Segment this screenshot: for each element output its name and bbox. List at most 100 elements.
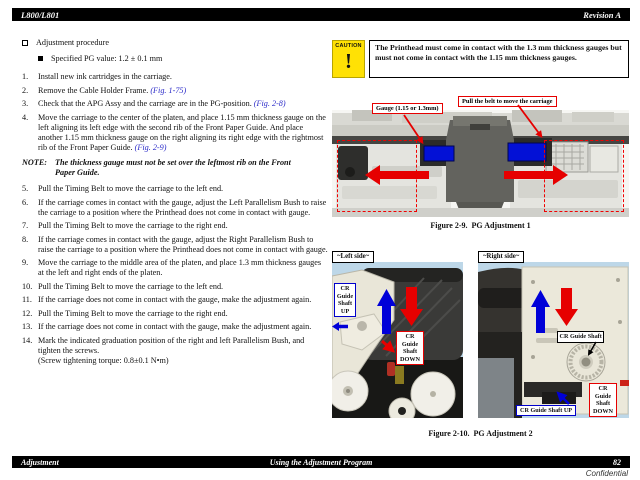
footer-section: Using the Adjustment Program xyxy=(269,457,373,467)
step-body: Move the carriage to the center of the p… xyxy=(38,112,326,152)
footer-bar: Adjustment Using the Adjustment Program … xyxy=(12,456,630,468)
footer-page-number: 82 xyxy=(613,457,621,467)
step-number: 1. xyxy=(22,72,29,81)
step-body: Pull the Timing Belt to move the carriag… xyxy=(38,184,224,193)
step-body: If the carriage does not come in contact… xyxy=(38,322,312,331)
step-text: Pull the Timing Belt to move the carriag… xyxy=(38,184,328,194)
step-number: 3. xyxy=(22,99,29,108)
procedure-title: Adjustment procedure xyxy=(36,38,109,47)
figure-link[interactable]: (Fig. 2-9) xyxy=(134,142,167,152)
step-number: 10. xyxy=(22,281,33,291)
step-number: 8. xyxy=(22,234,29,244)
procedure-step: 4. Move the carriage to the center of th… xyxy=(22,113,328,153)
step-text: Mark the indicated graduation position o… xyxy=(38,336,328,366)
step-number: 2. xyxy=(22,85,29,95)
step-number: 12. xyxy=(22,308,33,318)
step-text: If the carriage comes in contact with th… xyxy=(38,198,328,218)
step-body: Install new ink cartridges in the carria… xyxy=(38,72,172,81)
figure-2-10-caption: Figure 2-10. PG Adjustment 2 xyxy=(428,429,533,438)
step-number: 11. xyxy=(22,295,32,304)
figure-2-9: Pull the belt to move the carriage Gauge… xyxy=(332,96,629,217)
right-check-area-outline xyxy=(544,140,624,212)
gauge-callout: Gauge (1.15 or 1.3mm) xyxy=(372,103,443,114)
procedure-step: 11. If the carriage does not come in con… xyxy=(22,295,328,305)
procedure-step: 10. Pull the Timing Belt to move the car… xyxy=(22,282,328,292)
procedure-step: 7. Pull the Timing Belt to move the carr… xyxy=(22,221,328,231)
step-body: Remove the Cable Holder Frame. xyxy=(38,85,151,95)
doc-revision: Revision A xyxy=(583,9,621,20)
step-body: Pull the Timing Belt to move the carriag… xyxy=(38,221,228,230)
procedure-title-row: Adjustment procedure xyxy=(22,38,328,48)
step-text: Check that the APG Assy and the carriage… xyxy=(38,99,328,109)
step-body: If the carriage does not come in contact… xyxy=(38,295,312,304)
caution-icon: CAUTION ! xyxy=(332,40,365,78)
step-body: If the carriage comes in contact with th… xyxy=(38,234,328,254)
procedure-step: 14. Mark the indicated graduation positi… xyxy=(22,336,328,366)
procedure-step: 12. Pull the Timing Belt to move the car… xyxy=(22,309,328,319)
cr-guide-shaft-down-label: CR Guide Shaft DOWN xyxy=(396,331,424,365)
pull-belt-callout: Pull the belt to move the carriage xyxy=(458,96,557,107)
cr-guide-shaft-label: CR Guide Shaft xyxy=(557,331,605,343)
step-number: 4. xyxy=(22,112,29,122)
procedure-step: 8. If the carriage comes in contact with… xyxy=(22,235,328,255)
step-number: 9. xyxy=(22,258,29,267)
doc-model: L800/L801 xyxy=(21,9,60,20)
figures-column: CAUTION ! The Printhead must come in con… xyxy=(332,38,629,448)
footer-chapter: Adjustment xyxy=(21,457,59,467)
step-body: Move the carriage to the middle area of … xyxy=(38,258,322,277)
step-text: Move the carriage to the middle area of … xyxy=(38,258,328,278)
step-number: 13. xyxy=(22,322,33,331)
procedure-step: 5. Pull the Timing Belt to move the carr… xyxy=(22,184,328,194)
spec-row: Specified PG value: 1.2 ± 0.1 mm xyxy=(38,54,328,64)
left-check-area-outline xyxy=(337,140,417,212)
note-text: The thickness gauge must not be set over… xyxy=(55,158,291,177)
spec-value: Specified PG value: 1.2 ± 0.1 mm xyxy=(51,54,163,63)
procedure-step: 6. If the carriage comes in contact with… xyxy=(22,198,328,218)
step-subtext: (Screw tightening torque: 0.8±0.1 N•m) xyxy=(38,355,169,365)
figure-2-9-caption: Figure 2-9. PG Adjustment 1 xyxy=(430,221,531,230)
cr-guide-shaft-up-label: CR Guide Shaft UP xyxy=(334,283,356,317)
cr-guide-shaft-up-label: CR Guide Shaft UP xyxy=(516,405,577,416)
step-number: 14. xyxy=(22,335,33,345)
step-body: Pull the Timing Belt to move the carriag… xyxy=(38,308,228,318)
caution-text: The Printhead must come in contact with … xyxy=(369,40,629,78)
step-text: Remove the Cable Holder Frame. (Fig. 1-7… xyxy=(38,86,328,96)
note-label: NOTE: xyxy=(22,158,48,167)
figure-2-10-left-photo: CR Guide Shaft UP CR Guide Shaft DOWN xyxy=(332,262,463,418)
procedure-step: 13. If the carriage does not come in con… xyxy=(22,322,328,332)
confidential-mark: Confidential xyxy=(585,469,628,478)
caution-box: CAUTION ! The Printhead must come in con… xyxy=(332,40,629,78)
step-body: Mark the indicated graduation position o… xyxy=(38,335,305,355)
procedure-step: 2. Remove the Cable Holder Frame. (Fig. … xyxy=(22,86,328,96)
step-text: If the carriage does not come in contact… xyxy=(38,322,328,332)
right-side-tab: ~Right side~ xyxy=(478,251,525,263)
figure-2-10: ~Left side~ ~Right side~ xyxy=(332,251,629,428)
step-number: 6. xyxy=(22,197,29,207)
step-text: If the carriage comes in contact with th… xyxy=(38,235,328,255)
filled-square-bullet-icon xyxy=(38,56,43,61)
caution-word: CAUTION xyxy=(335,43,362,49)
header-bar: L800/L801 Revision A xyxy=(12,8,630,21)
step-body: Check that the APG Assy and the carriage… xyxy=(38,99,254,108)
figure-2-9-photo xyxy=(332,110,629,217)
procedure-step: 9. Move the carriage to the middle area … xyxy=(22,258,328,278)
left-side-tab: ~Left side~ xyxy=(332,251,375,263)
step-text: If the carriage does not come in contact… xyxy=(38,295,328,305)
procedure-step: 3. Check that the APG Assy and the carri… xyxy=(22,99,328,109)
procedure-column: Adjustment procedure Specified PG value:… xyxy=(22,38,328,369)
exclamation-icon: ! xyxy=(345,49,352,73)
step-text: Move the carriage to the center of the p… xyxy=(38,113,328,153)
step-text: Install new ink cartridges in the carria… xyxy=(38,72,328,82)
note-block: NOTE: The thickness gauge must not be se… xyxy=(22,158,328,178)
step-body: If the carriage comes in contact with th… xyxy=(38,197,327,217)
open-square-bullet-icon xyxy=(22,39,28,46)
step-text: Pull the Timing Belt to move the carriag… xyxy=(38,282,328,292)
step-number: 7. xyxy=(22,221,29,230)
figure-link[interactable]: (Fig. 1-75) xyxy=(150,85,187,95)
figure-link[interactable]: (Fig. 2-8) xyxy=(253,99,286,108)
procedure-step: 1. Install new ink cartridges in the car… xyxy=(22,72,328,82)
cr-guide-shaft-down-label: CR Guide Shaft DOWN xyxy=(589,383,617,417)
step-number: 5. xyxy=(22,184,29,193)
step-text: Pull the Timing Belt to move the carriag… xyxy=(38,309,328,319)
figure-2-10-right-photo: CR Guide Shaft CR Guide Shaft UP CR Guid… xyxy=(478,262,629,418)
